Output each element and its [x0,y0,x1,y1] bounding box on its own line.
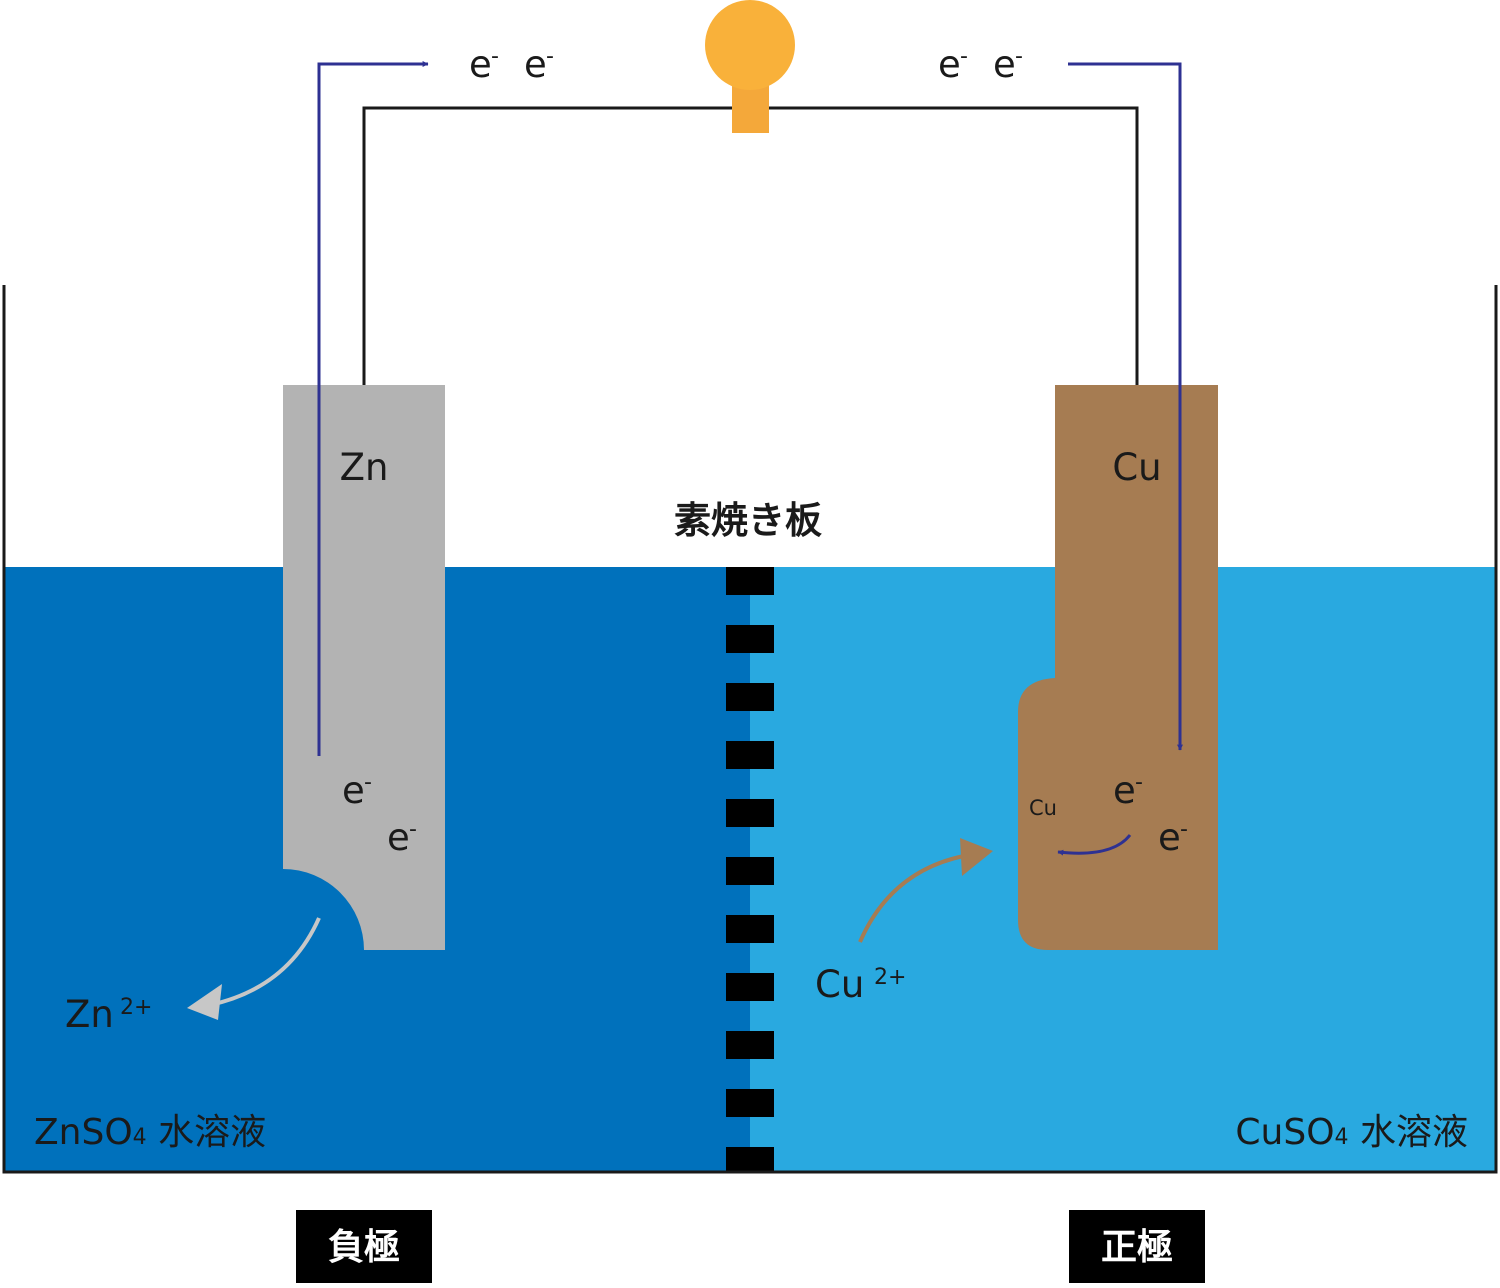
svg-text:e: e [342,769,365,812]
zinc-electrode-label: Zn [340,446,389,489]
zn-solution-label: ZnSO4 水溶液 [34,1112,266,1153]
svg-text:負極: 負極 [328,1227,400,1268]
container [2,285,1498,1174]
cu-ion-label: Cu 2+ [815,963,906,1006]
electron-label: e- [342,769,372,812]
svg-text:-: - [1180,817,1188,842]
svg-text:e: e [387,816,410,859]
svg-text:2+: 2+ [120,995,152,1020]
positive-pole-badge: 正極 [1069,1210,1205,1283]
svg-text:-: - [1135,770,1143,795]
svg-text:e: e [993,43,1016,86]
zn-ion-label: Zn 2+ [65,993,152,1036]
svg-text:e: e [524,43,547,86]
cu-ion-arrow [858,838,993,943]
light-bulb-icon [705,0,795,133]
electron-label: e- [1113,769,1143,812]
porous-partition [726,567,774,1172]
electron-label: e- [938,43,968,86]
svg-text:正極: 正極 [1101,1227,1173,1268]
svg-text:e: e [1158,816,1181,859]
electron-label: e- [1158,816,1188,859]
electron-label: e- [469,43,499,86]
electron-label: e- [387,816,417,859]
cu-solution-label: CuSO4 水溶液 [1235,1112,1468,1153]
electron-flow-arrow-right [1068,62,1183,751]
svg-text:e: e [938,43,961,86]
svg-text:e: e [1113,769,1136,812]
svg-text:Zn: Zn [65,993,114,1036]
electron-label: e- [993,43,1023,86]
svg-text:2+: 2+ [874,965,906,990]
svg-text:-: - [1015,44,1023,69]
svg-text:-: - [409,817,417,842]
svg-text:Cu: Cu [815,963,864,1006]
separator-label: 素焼き板 [674,499,822,542]
electron-label: e- [524,43,554,86]
zn-ion-arrow [187,917,321,1020]
electron-flow-arrow-left [317,61,429,756]
zinc-electrode [283,385,445,950]
negative-pole-badge: 負極 [296,1210,432,1283]
svg-text:-: - [960,44,968,69]
copper-electrode [1018,385,1218,950]
electron-transfer-arrow [1057,834,1132,856]
svg-text:e: e [469,43,492,86]
svg-text:-: - [491,44,499,69]
copper-electrode-label: Cu [1112,446,1161,489]
cu-deposit-label: Cu [1029,796,1057,820]
svg-text:-: - [364,770,372,795]
svg-text:-: - [546,44,554,69]
external-wire [362,106,1139,385]
